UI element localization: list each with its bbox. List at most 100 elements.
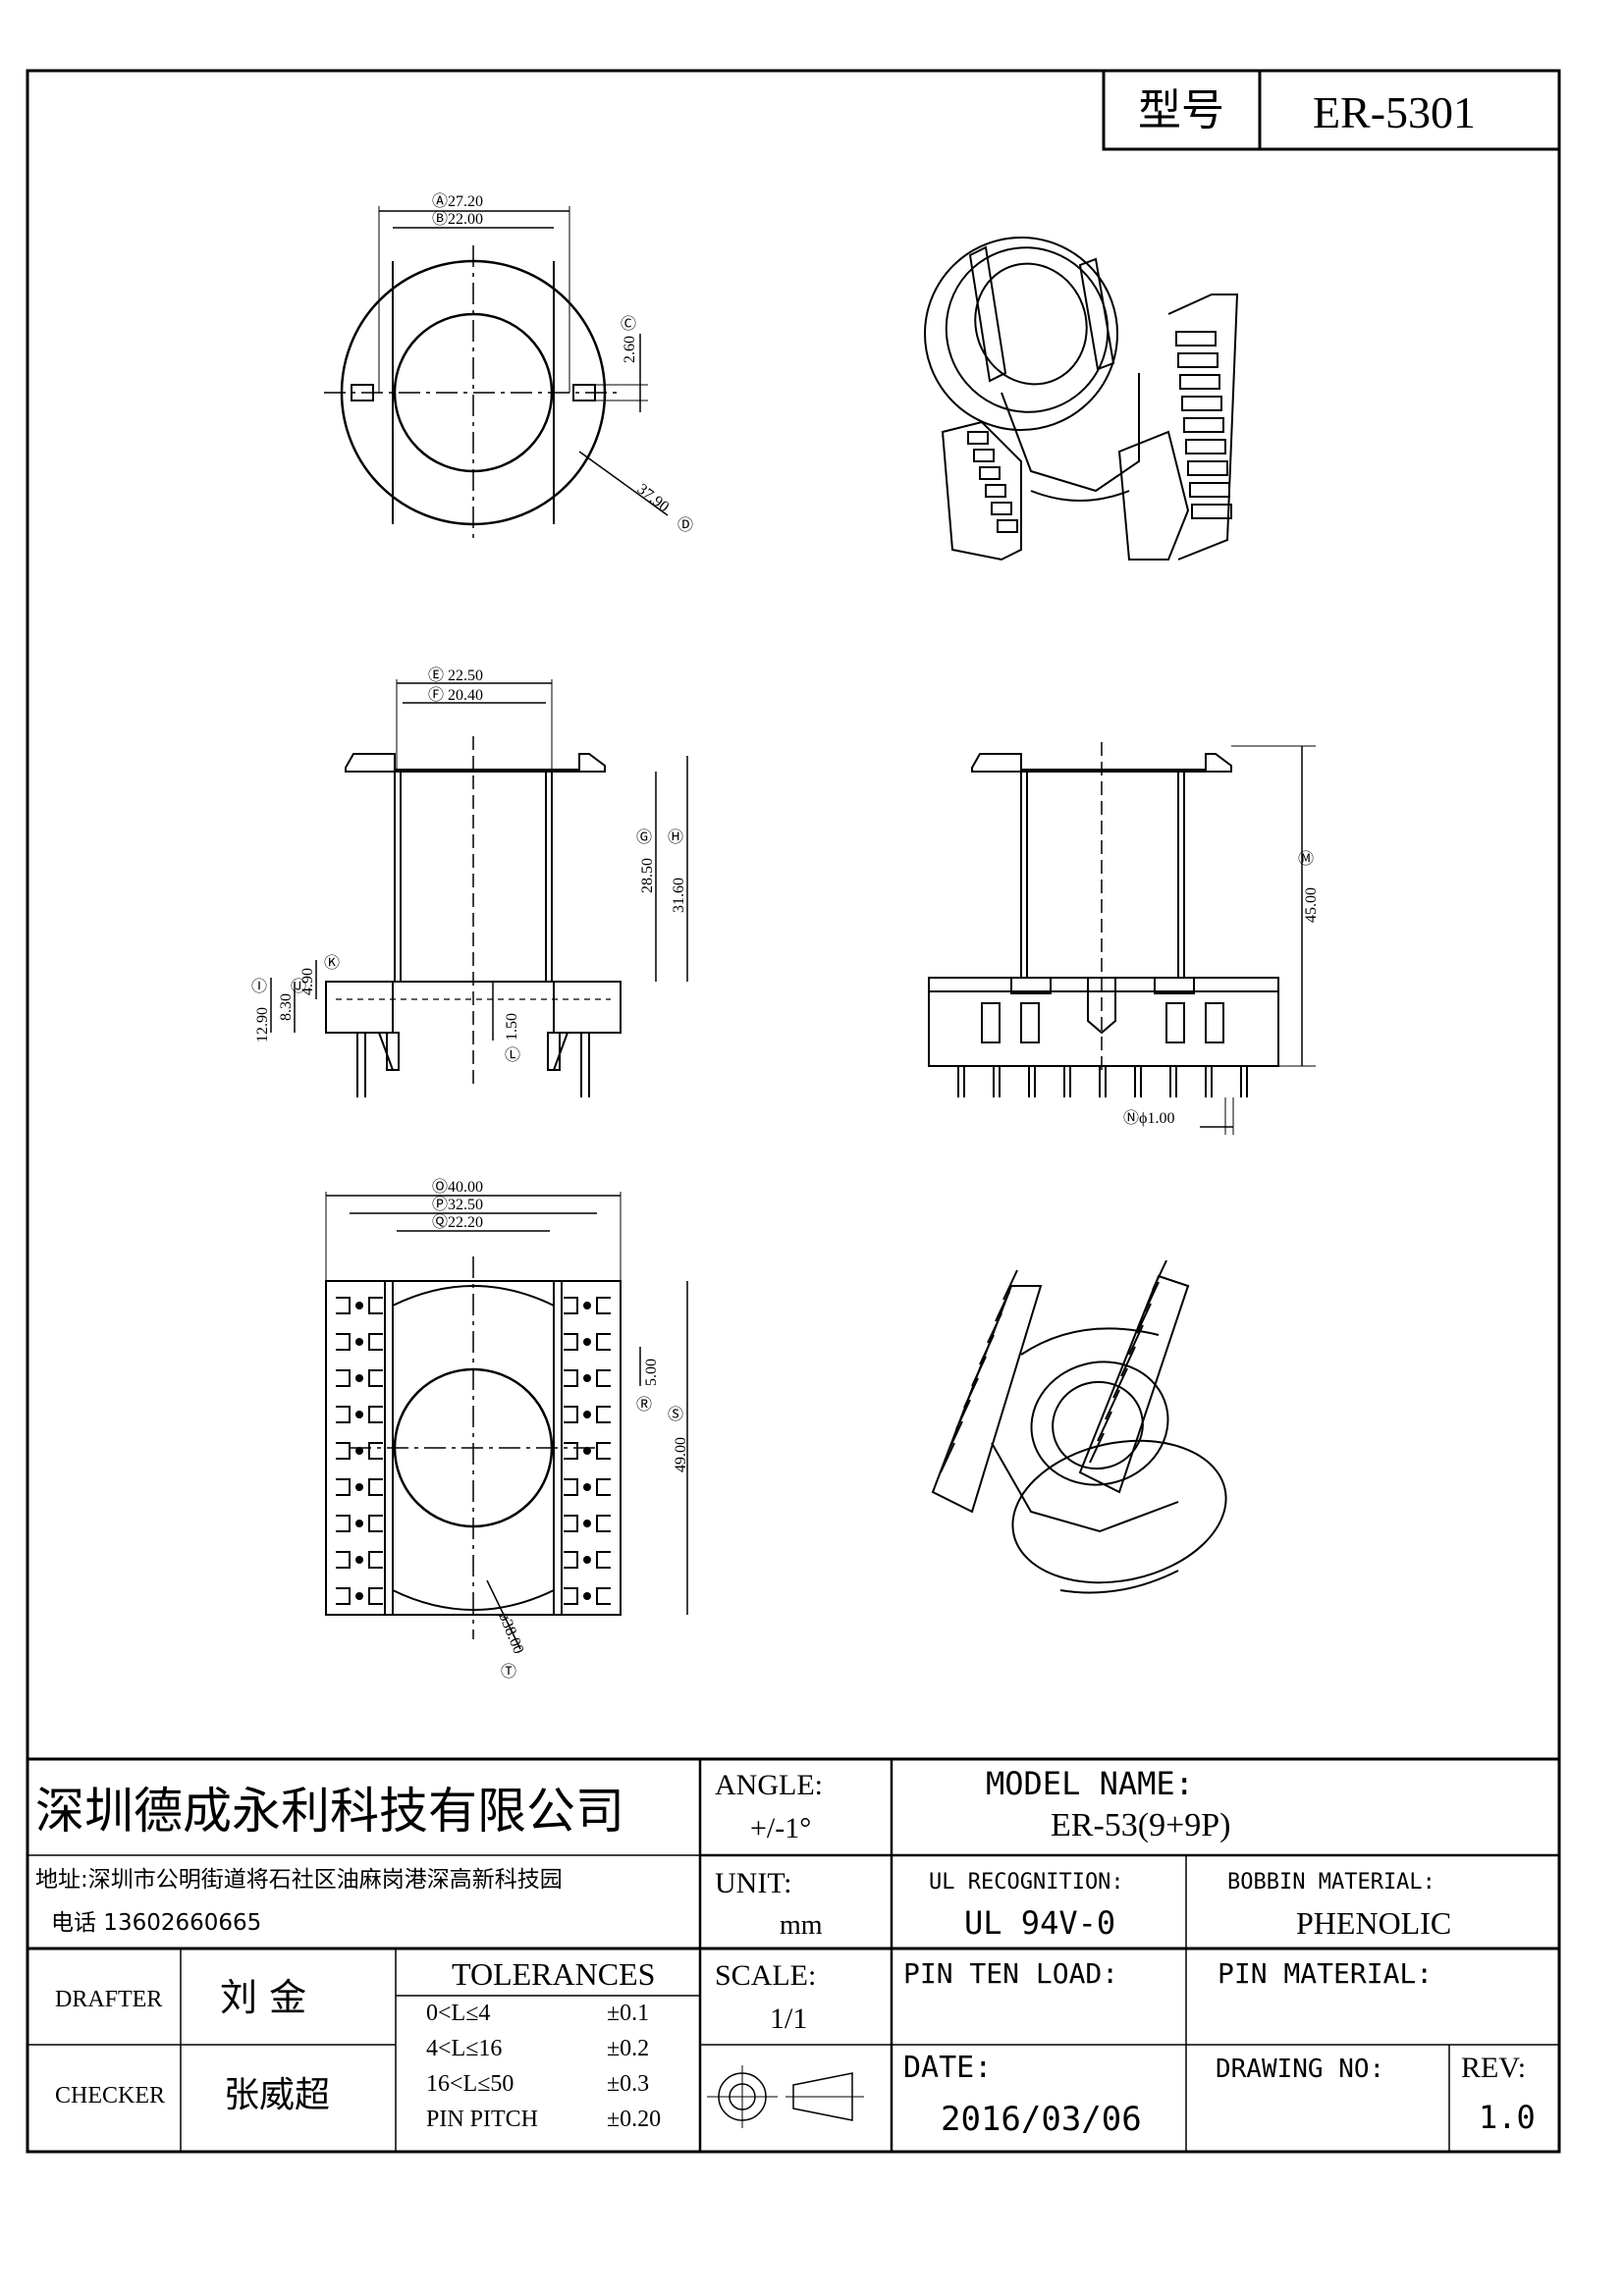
iso-pin — [1002, 1269, 1018, 1301]
pin-slot — [564, 1406, 578, 1423]
iso-pin — [963, 1377, 979, 1409]
dim-g: 28.50 — [639, 858, 656, 893]
iso-pin — [1144, 1281, 1160, 1312]
svg-text:Ⓡ: Ⓡ — [636, 1396, 652, 1414]
scale-value: 1/1 — [770, 2002, 807, 2035]
pin-dot — [583, 1338, 591, 1346]
tolerance-range: PIN PITCH — [426, 2107, 538, 2132]
svg-text:Ⓒ: Ⓒ — [621, 315, 636, 333]
dim-d: 37.90 — [634, 481, 673, 516]
dim-e: Ⓔ 22.50 — [428, 667, 483, 684]
svg-text:Ⓜ: Ⓜ — [1298, 850, 1314, 868]
pin-slot — [596, 1333, 611, 1351]
pin-slot — [596, 1515, 611, 1532]
side-view — [270, 679, 688, 1097]
iso-pin — [1136, 1303, 1152, 1334]
pin-ten-load-label: PIN TEN LOAD: — [903, 1957, 1118, 1990]
dim-l: 1.50 — [504, 1013, 520, 1041]
pin-slot — [368, 1478, 383, 1496]
iso-pin — [940, 1442, 955, 1473]
pin-dot — [583, 1556, 591, 1564]
pin-slot — [368, 1442, 383, 1460]
iso-pin — [1128, 1324, 1144, 1356]
iso-pin — [1179, 374, 1220, 390]
type-value: ER-5301 — [1313, 87, 1476, 137]
dim-a: Ⓐ27.20 — [432, 192, 483, 210]
pin-slot — [564, 1297, 578, 1314]
pin-slot — [564, 1478, 578, 1496]
pin-slot — [564, 1369, 578, 1387]
iso-pin — [1105, 1389, 1120, 1420]
tolerance-value: ±0.2 — [607, 2036, 649, 2061]
pin-slot — [368, 1406, 383, 1423]
model-label: MODEL NAME: — [986, 1765, 1194, 1802]
iso-view-top — [924, 237, 1239, 561]
dim-r: 5.00 — [643, 1359, 660, 1386]
pin-dot — [583, 1520, 591, 1527]
pin-dot — [355, 1520, 363, 1527]
svg-text:Ⓛ: Ⓛ — [505, 1046, 520, 1064]
pin-dot — [583, 1302, 591, 1309]
pin-slot — [564, 1551, 578, 1569]
unit-label: UNIT: — [715, 1867, 792, 1899]
iso-pin — [995, 1291, 1010, 1322]
checker-label: CHECKER — [55, 2083, 165, 2109]
tolerance-range: 16<L≤50 — [426, 2071, 514, 2097]
dim-p: Ⓟ32.50 — [432, 1196, 483, 1213]
iso-pin — [979, 466, 1001, 480]
iso-pin — [987, 1312, 1002, 1344]
company-name: 深圳德成永利科技有限公司 — [35, 1783, 624, 1840]
svg-text:Ⓓ: Ⓓ — [677, 516, 693, 534]
iso-pin — [973, 449, 995, 462]
type-box: 型号 ER-5301 — [1102, 69, 1561, 151]
bobbin-value: PHENOLIC — [1296, 1905, 1451, 1941]
svg-text:Ⓣ: Ⓣ — [501, 1663, 516, 1681]
pin-slot — [336, 1551, 351, 1569]
svg-text:Ⓗ: Ⓗ — [668, 828, 683, 846]
iso-pin — [967, 431, 989, 445]
iso-pin — [991, 502, 1012, 515]
company-address: 地址:深圳市公明街道将石社区油麻岗港深高新科技园 — [35, 1867, 563, 1893]
pin-slot — [596, 1297, 611, 1314]
pin-dot — [583, 1374, 591, 1382]
iso-pin — [1189, 482, 1230, 498]
pin-slot — [336, 1406, 351, 1423]
pin-dot — [583, 1592, 591, 1600]
iso-top-pins — [967, 331, 1232, 533]
pin-dot — [355, 1374, 363, 1382]
pin-slot — [336, 1297, 351, 1314]
pin-slot — [368, 1369, 383, 1387]
type-label: 型号 — [1138, 85, 1224, 135]
tolerance-value: ±0.3 — [607, 2071, 649, 2097]
pin-dot — [355, 1592, 363, 1600]
tolerance-range: 0<L≤4 — [426, 2001, 490, 2026]
dim-s: 49.00 — [673, 1437, 689, 1472]
bottom-pin-group — [336, 1297, 611, 1605]
iso-pin — [985, 484, 1006, 498]
iso-pin — [997, 519, 1018, 533]
iso-view-bottom — [931, 1274, 1227, 1594]
pin-slot — [336, 1333, 351, 1351]
pin-dot — [583, 1483, 591, 1491]
bottom-view — [325, 1192, 688, 1650]
rev-label: REV: — [1461, 2052, 1526, 2084]
angle-value: +/-1° — [750, 1812, 811, 1844]
iso-pin — [1152, 1259, 1167, 1291]
svg-text:Ⓘ: Ⓘ — [251, 978, 267, 995]
iso-pin — [1112, 1367, 1128, 1399]
scale-label: SCALE: — [715, 1959, 816, 1992]
dim-j: 8.30 — [278, 993, 295, 1021]
pin-slot — [368, 1587, 383, 1605]
pin-material-label: PIN MATERIAL: — [1218, 1957, 1433, 1990]
iso-pin — [971, 1356, 987, 1387]
pin-slot — [564, 1587, 578, 1605]
pin-slot — [596, 1551, 611, 1569]
angle-label: ANGLE: — [715, 1769, 823, 1801]
pin-slot — [564, 1442, 578, 1460]
iso-pin — [1120, 1346, 1136, 1377]
pin-slot — [336, 1369, 351, 1387]
front-view — [928, 742, 1316, 1135]
dim-b: Ⓑ22.00 — [432, 210, 483, 228]
